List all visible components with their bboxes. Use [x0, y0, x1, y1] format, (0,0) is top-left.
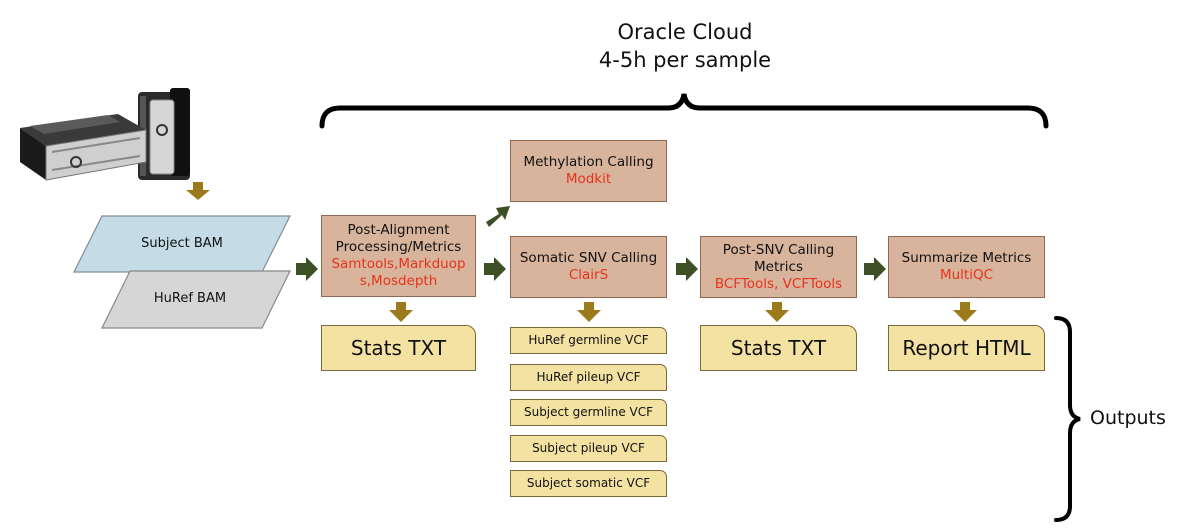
step-post-alignment: Post-Alignment Processing/Metrics Samtoo… — [321, 215, 476, 297]
arrow-postalign-to-stats — [389, 302, 413, 322]
outputs-label: Outputs — [1090, 407, 1166, 429]
output-stats-txt-2: Stats TXT — [700, 325, 857, 371]
step-post-alignment-tools: Samtools,Markduops,Mosdepth — [331, 256, 466, 289]
step-post-snv: Post-SNV Calling Metrics BCFTools, VCFTo… — [700, 236, 857, 298]
output-vcf-subject-somatic: Subject somatic VCF — [510, 470, 667, 497]
arrow-postalign-to-somatic — [484, 257, 506, 281]
arrow-server-to-bam — [186, 182, 210, 200]
huref-bam-shape — [101, 270, 291, 329]
arrow-postsnv-to-stats — [765, 302, 789, 322]
arrow-bam-to-postalign — [296, 257, 318, 281]
arrow-postsnv-to-summarize — [864, 257, 886, 281]
top-brace — [319, 93, 1049, 129]
arrow-somatic-to-postsnv — [676, 257, 698, 281]
output-stats-txt-1: Stats TXT — [321, 325, 476, 371]
step-summarize: Summarize Metrics MultiQC — [888, 236, 1045, 298]
step-methylation: Methylation Calling Modkit — [510, 140, 667, 202]
output-vcf-huref-pileup: HuRef pileup VCF — [510, 364, 667, 391]
step-methylation-tools: Modkit — [565, 171, 612, 187]
step-summarize-tools: MultiQC — [939, 267, 994, 283]
output-vcf-subject-germline: Subject germline VCF — [510, 399, 667, 426]
step-post-snv-title: Post-SNV Calling Metrics — [722, 241, 835, 275]
right-brace — [1054, 316, 1081, 522]
huref-bam-label: HuRef BAM — [153, 291, 227, 306]
step-post-snv-tools: BCFTools, VCFTools — [714, 275, 843, 292]
step-somatic-snv: Somatic SNV Calling ClairS — [510, 236, 667, 298]
output-vcf-subject-pileup: Subject pileup VCF — [510, 435, 667, 462]
step-somatic-snv-title: Somatic SNV Calling — [519, 250, 658, 266]
output-vcf-huref-germline: HuRef germline VCF — [510, 327, 667, 354]
header-title: Oracle Cloud — [617, 20, 753, 44]
arrow-summarize-to-report — [953, 302, 977, 322]
step-somatic-snv-tools: ClairS — [568, 267, 609, 283]
step-methylation-title: Methylation Calling — [523, 154, 654, 170]
subject-bam-label: Subject BAM — [141, 236, 223, 251]
output-report-html: Report HTML — [888, 325, 1045, 371]
step-post-alignment-title: Post-Alignment Processing/Metrics — [335, 222, 462, 255]
cloud-header: Oracle Cloud 4-5h per sample — [520, 18, 850, 74]
arrow-postalign-to-methylation — [486, 206, 510, 227]
step-summarize-title: Summarize Metrics — [901, 250, 1032, 266]
arrow-somatic-to-vcfs — [577, 302, 601, 322]
header-subtitle: 4-5h per sample — [598, 48, 772, 72]
storage-server-icon — [20, 88, 190, 181]
